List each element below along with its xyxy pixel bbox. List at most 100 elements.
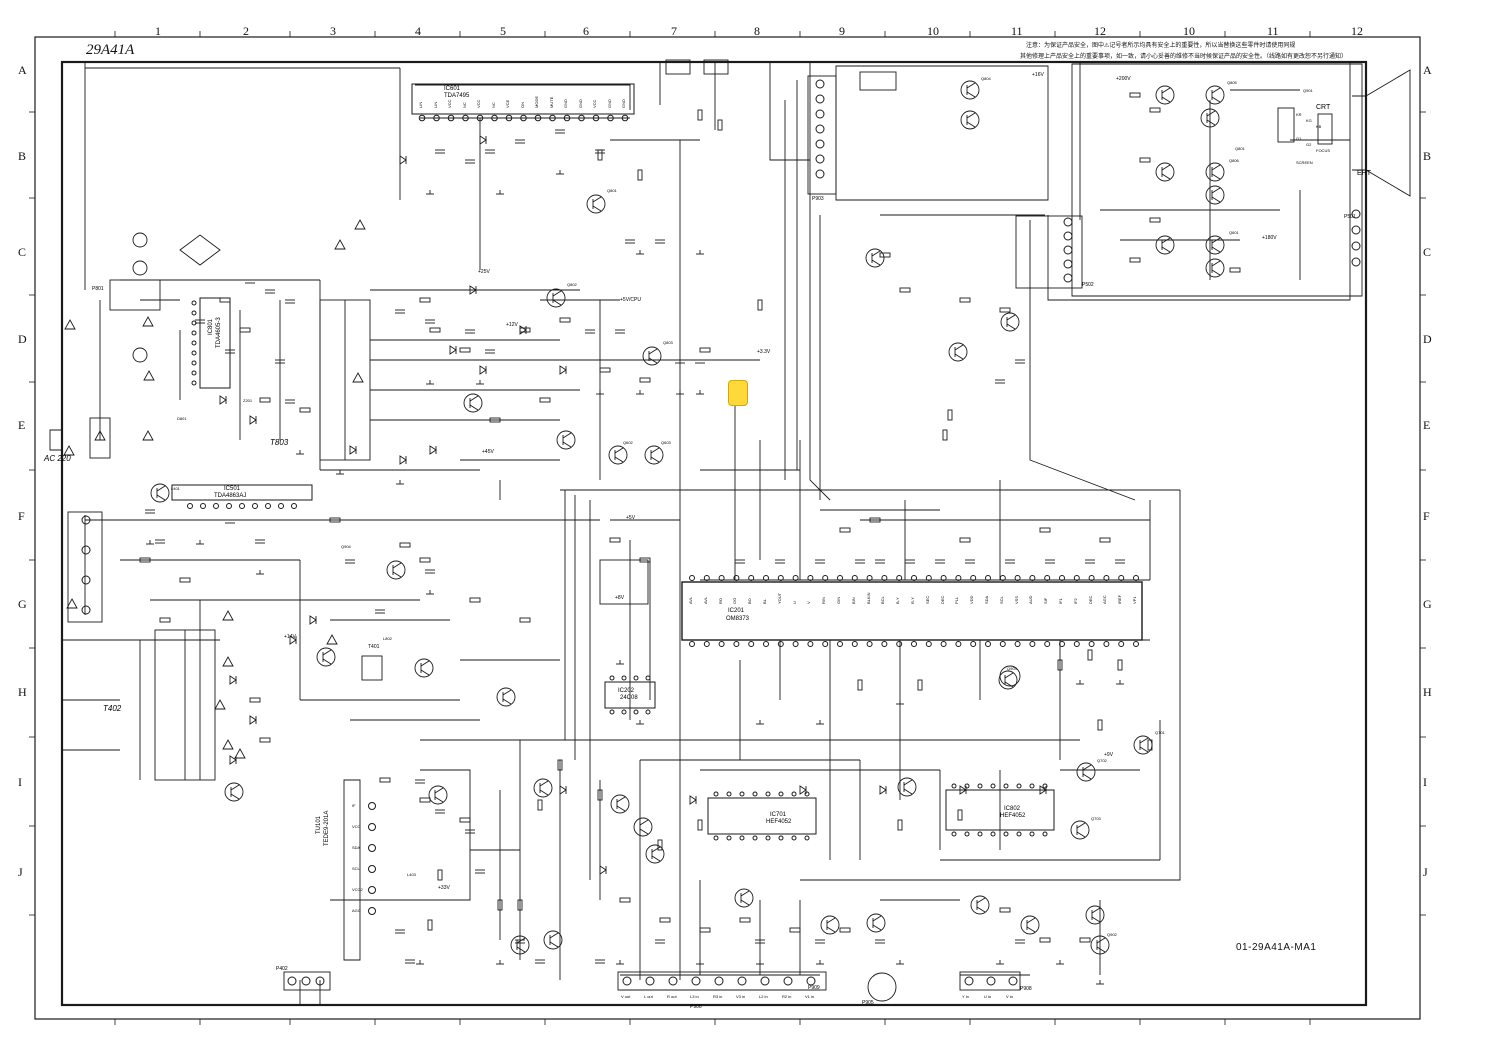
transistor-emitter-19 — [322, 658, 332, 665]
transformer-t402-label: T402 — [103, 704, 122, 713]
component-ref-6: Q806 — [1229, 158, 1239, 163]
ic802-pin-bottom-1 — [964, 831, 970, 837]
rail-12v: +12V — [506, 322, 518, 328]
ic601-pin-7 — [520, 114, 527, 122]
tuner-pin-1 — [368, 823, 376, 831]
transistor-2 — [642, 346, 662, 366]
transistor-emitter-35 — [639, 828, 649, 835]
ic802-pin-bottom-4 — [1003, 831, 1009, 837]
ic701-pin-bottom-7 — [804, 835, 810, 841]
transistor-22 — [463, 393, 483, 413]
ic201-pin-top-13 — [881, 575, 888, 581]
crt-socket-kg — [1317, 113, 1333, 145]
transistor-emitter-13 — [1211, 269, 1221, 276]
ic601-pin-9 — [549, 114, 556, 122]
ic201-pin-top-20 — [985, 575, 991, 581]
rail-45v: +45V — [482, 449, 494, 455]
mains-fuse-block — [89, 417, 111, 459]
rail-5v: +5V — [626, 515, 636, 521]
ic802-pin-top-5 — [1016, 783, 1022, 789]
transistor-39 — [820, 915, 840, 935]
transistor-35 — [633, 817, 653, 837]
scart-block — [67, 511, 103, 623]
ic201-pin-bottom-21 — [999, 641, 1006, 647]
ic701-pin-top-2 — [739, 791, 745, 797]
transistor-37 — [543, 930, 563, 950]
ic201-pin-label-24: SIF — [1043, 597, 1049, 604]
ic201-pin-top-11 — [851, 575, 858, 581]
resistor-v-65 — [897, 819, 903, 831]
wiring — [62, 62, 1366, 1006]
scart-pin-3 — [81, 605, 91, 615]
resistor-v-62 — [597, 789, 603, 801]
tuner-pin-2 — [368, 844, 376, 852]
transistor-collector-4 — [966, 112, 976, 119]
ic201-pin-top-21 — [999, 575, 1006, 581]
resistor-35 — [699, 927, 711, 933]
ic201-pin-bottom-14 — [896, 641, 903, 647]
transistor-collector-21 — [502, 689, 512, 696]
resistor-9 — [899, 287, 911, 293]
p908-ref: P908 — [1020, 986, 1032, 992]
ic802-pin-bottom-6 — [1029, 831, 1035, 837]
transistor-emitter-38 — [740, 899, 750, 906]
ic201-pin-top-25 — [1059, 575, 1065, 581]
transistor-emitter-24 — [614, 456, 624, 463]
p908-label-1: U in — [984, 994, 992, 999]
ic601-pin-label-5: NC — [490, 102, 496, 108]
ic201-pin-bottom-1 — [703, 641, 710, 647]
ic202-pin-bottom-1 — [621, 709, 627, 715]
resistor-v-72 — [427, 919, 433, 931]
ic201-pin-label-30: VP1 — [1132, 596, 1137, 604]
ic201-pin-bottom-7 — [792, 641, 799, 647]
ic801-part: TDA4605-3 — [216, 317, 222, 348]
ic601-pin-0 — [418, 114, 426, 122]
resistor-42 — [219, 297, 231, 303]
resistor-17 — [1229, 267, 1241, 273]
ic802-pin-bottom-5 — [1016, 831, 1022, 837]
resistor-36 — [739, 917, 751, 923]
ic201-pin-label-29: IREF — [1117, 594, 1123, 604]
transistor-collector-13 — [1211, 260, 1221, 267]
scart-pin-0 — [81, 515, 91, 525]
ic201-pin-label-14: B-Y — [895, 597, 901, 604]
transistor-3 — [960, 80, 980, 100]
ic701-pin-bottom-5 — [778, 835, 784, 841]
p903-pin-4 — [815, 139, 825, 149]
wire-10 — [769, 62, 810, 161]
crt-board-connector — [1015, 215, 1083, 289]
ic201-pin-label-28: AGC — [1102, 595, 1108, 604]
ic601-pin-label-6: VCE — [505, 99, 510, 108]
transistor-emitter-41 — [976, 906, 986, 913]
ic601-pin-10 — [563, 114, 571, 122]
ic601-pin-6 — [505, 114, 513, 122]
warning-triangle-5 — [63, 445, 75, 456]
ic802-part: HEF4052 — [1000, 813, 1026, 819]
p402-pin-2 — [315, 976, 325, 986]
transistor-26 — [998, 670, 1018, 690]
safety-note-line-1: 注意：为保证产品安全，图中⚠记号者所示均具有安全上的重要性，所以当替换这些零件时… — [1026, 42, 1296, 49]
resistor-22 — [519, 617, 531, 623]
diode-11 — [429, 445, 437, 455]
ic701-pin-top-3 — [752, 791, 758, 797]
component-ref-12: Q703 — [1091, 816, 1101, 821]
resistor-39 — [999, 907, 1011, 913]
p906-label-0: V out — [621, 994, 631, 999]
frame-border — [34, 36, 1421, 1020]
ic802-pin-bottom-2 — [977, 831, 983, 837]
warning-triangle-11 — [222, 656, 234, 667]
resistor-7 — [699, 347, 711, 353]
ic801-pin-4 — [191, 340, 197, 346]
transistor-16 — [1155, 235, 1175, 255]
p903-pin-3 — [815, 124, 825, 134]
transistor-41 — [970, 895, 990, 915]
resistor-34 — [659, 917, 671, 923]
transistor-collector-30 — [903, 779, 913, 786]
safety-note-line-2: 其他修理上产品安全上的重要事项，如一致，请小心妥善的维修不当时候保证产品的安全性… — [1020, 53, 1348, 60]
resistor-v-76 — [857, 679, 863, 691]
grid-column-8: 8 — [754, 24, 760, 38]
grid-row-right-E: E — [1423, 418, 1431, 432]
ic601-pin-label-14: GND — [621, 99, 626, 108]
p906-connector-body — [617, 971, 827, 991]
p903-pin-6 — [815, 169, 825, 179]
